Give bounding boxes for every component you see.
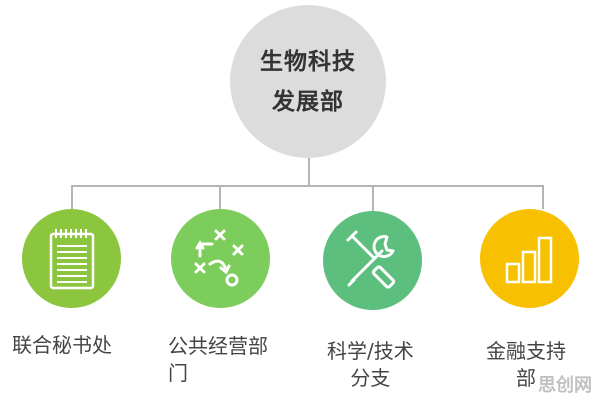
label-line: 部 — [516, 366, 536, 390]
connector-horizontal-bar — [71, 185, 544, 187]
bar-chart-icon — [505, 236, 552, 283]
label-joint-secretariat: 联合秘书处 — [12, 332, 112, 359]
node-public-operations — [171, 209, 270, 308]
tools-icon — [346, 230, 395, 289]
label-line: 科学/技术 — [327, 339, 414, 363]
label-line: 分支 — [350, 366, 391, 390]
root-title-line-2: 发展部 — [272, 88, 344, 115]
connector-drop-4 — [542, 185, 544, 209]
strategy-play-icon — [194, 229, 243, 286]
label-line: 公共经营部 — [168, 334, 268, 358]
connector-drop-1 — [71, 185, 73, 209]
connector-root-stem — [308, 158, 310, 186]
connector-drop-3 — [372, 185, 374, 211]
label-finance-support: 金融支持 部 — [486, 338, 566, 392]
label-public-operations: 公共经营部 门 — [168, 333, 268, 387]
label-line: 联合秘书处 — [12, 333, 112, 357]
label-science-technology-branch: 科学/技术 分支 — [327, 338, 414, 392]
node-joint-secretariat — [22, 209, 121, 308]
root-node-biotech-department: 生物科技 发展部 — [230, 5, 386, 158]
notepad-icon — [49, 228, 94, 289]
node-science-technology-branch — [323, 211, 422, 310]
root-title-line-1: 生物科技 — [260, 48, 356, 75]
watermark-logo: 思创网 — [538, 375, 592, 396]
connector-drop-2 — [219, 185, 221, 209]
node-finance-support — [480, 209, 579, 308]
label-line: 门 — [168, 361, 188, 385]
label-line: 金融支持 — [486, 339, 566, 363]
